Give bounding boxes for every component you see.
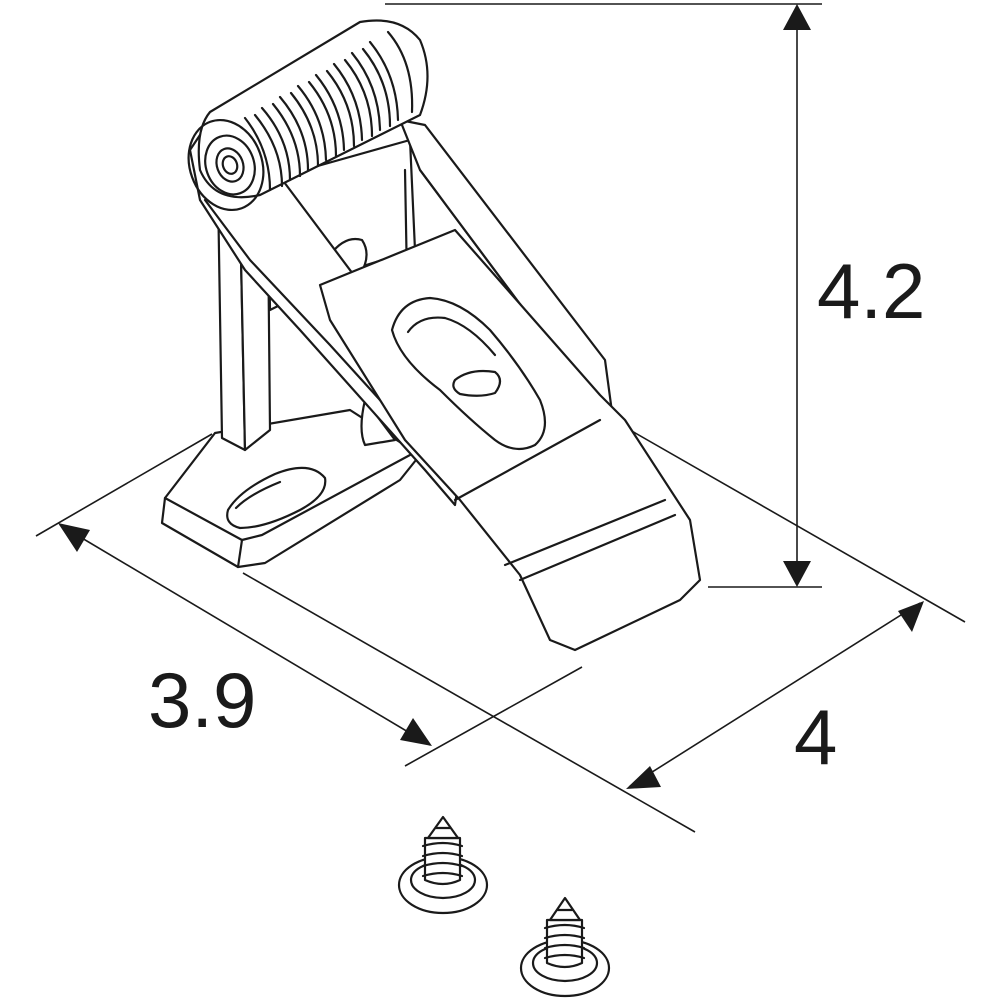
width-arrow-right [898, 601, 924, 632]
height-dimension-label: 4.2 [817, 247, 925, 335]
width-arrow-left [626, 766, 661, 789]
spring-clip [160, 19, 702, 652]
clip-tongue [318, 228, 702, 652]
height-arrow-bottom [783, 561, 811, 587]
base-mounting-slot [226, 466, 327, 530]
coil-spring [187, 19, 429, 212]
screw-1 [397, 815, 489, 915]
height-arrow-top [783, 4, 811, 30]
screw-2 [519, 896, 611, 998]
width-dimension-label: 4 [794, 693, 837, 781]
length-arrow-right [400, 718, 432, 746]
dimension-lines [35, 3, 966, 833]
length-dimension-label: 3.9 [148, 656, 256, 744]
length-arrow-left [58, 523, 90, 552]
dimension-arrows [58, 4, 924, 789]
